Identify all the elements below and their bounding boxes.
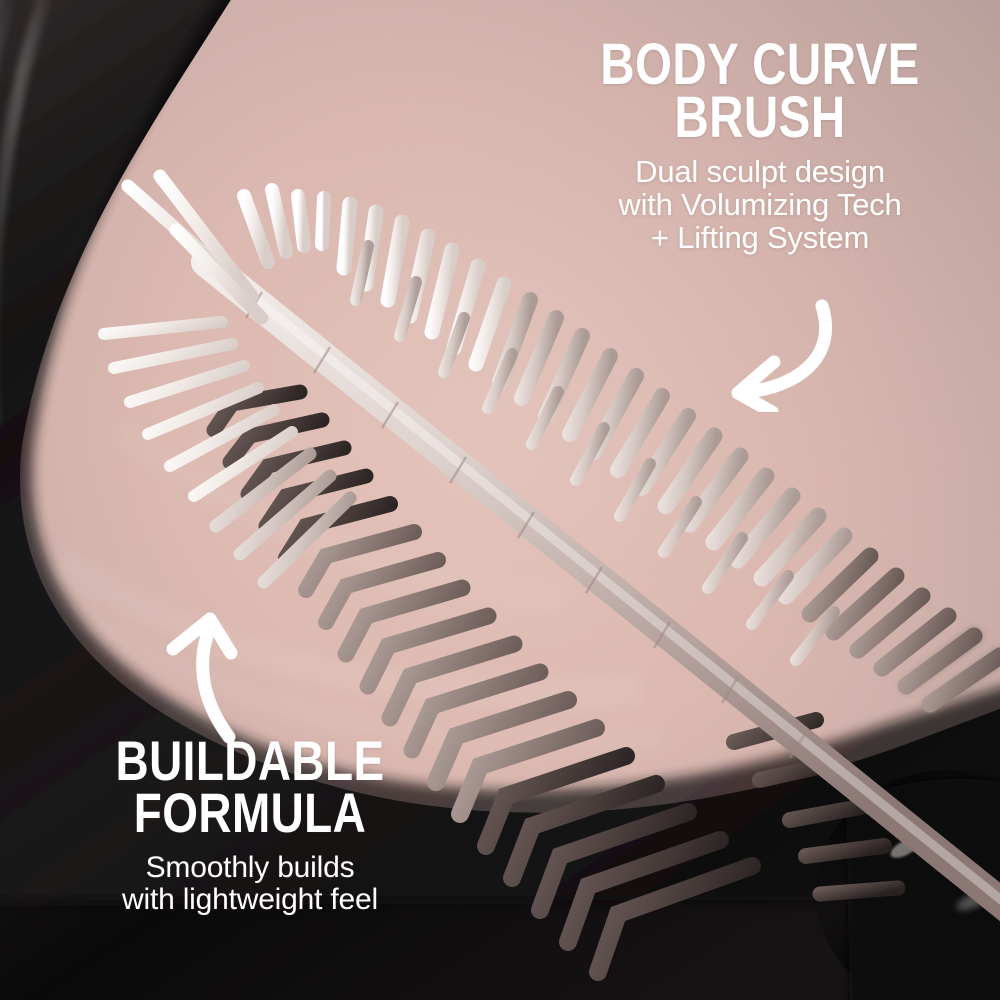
callout-headline: BUILDABLE FORMULA [78,729,422,844]
headline-line-1: BODY CURVE [600,32,920,97]
callout-subtext: Smoothly builds with lightweight feel [40,851,460,917]
mascara-tube [816,770,1000,1000]
brush-bristles-upper [90,169,1000,713]
subtext-line-2: with Volumizing Tech [618,186,902,222]
headline-line-1: BUILDABLE [115,729,385,792]
callout-buildable-formula: BUILDABLE FORMULA Smoothly builds with l… [40,729,460,917]
depth-of-field-overlay [897,627,1000,713]
subtext-line-2: with lightweight feel [122,883,378,917]
headline-line-2: FORMULA [133,780,367,844]
subtext-line-1: Smoothly builds [145,851,355,885]
headline-line-2: BRUSH [674,85,846,151]
brush-bristles-lower [206,384,906,981]
brush-spine [191,247,1000,922]
subtext-line-1: Dual sculpt design [635,153,885,189]
callout-subtext: Dual sculpt design with Volumizing Tech … [540,153,980,256]
callout-headline: BODY CURVE BRUSH [580,32,941,151]
subtext-line-3: + Lifting System [650,220,870,256]
callout-body-curve-brush: BODY CURVE BRUSH Dual sculpt design with… [540,32,980,256]
